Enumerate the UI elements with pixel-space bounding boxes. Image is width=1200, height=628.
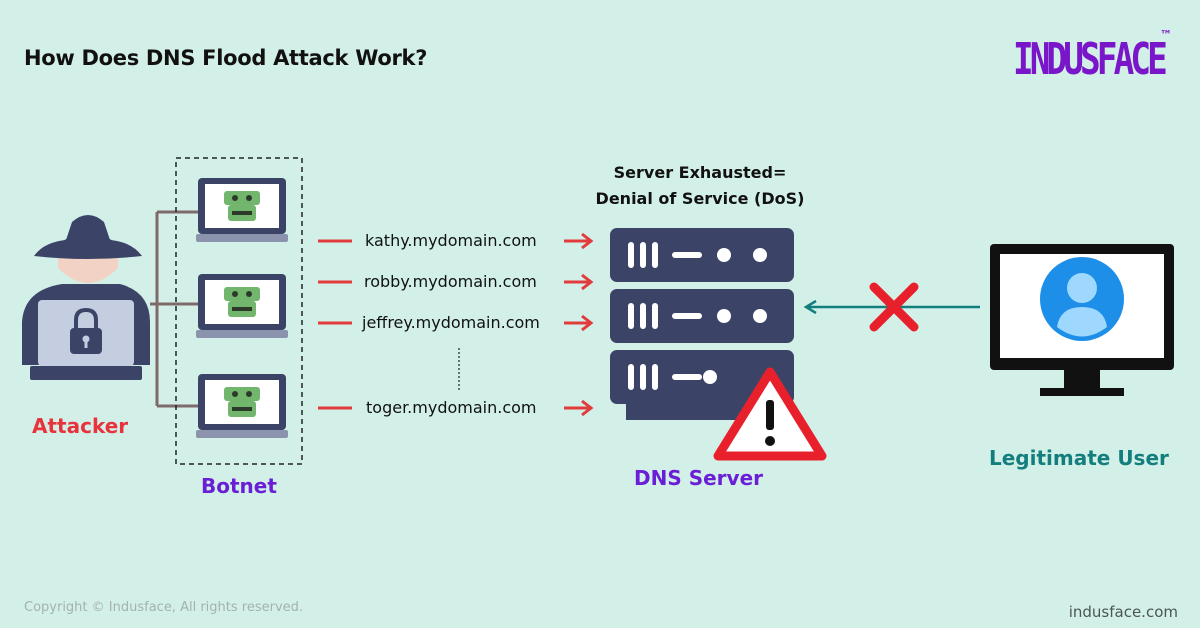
dns-server-label: DNS Server — [634, 466, 764, 490]
exhausted-line-2: Denial of Service (DoS) — [595, 189, 805, 208]
server-rack-icon — [610, 228, 794, 420]
query-domain: robby.mydomain.com — [364, 272, 537, 291]
copyright-notice: Copyright © Indusface, All rights reserv… — [24, 600, 304, 615]
indusface-logo: INDUSFACE — [1013, 34, 1168, 85]
query-domain: jeffrey.mydomain.com — [362, 313, 540, 332]
legitimate-user-label: Legitimate User — [989, 446, 1169, 470]
page-title: How Does DNS Flood Attack Work? — [24, 46, 428, 70]
bot-laptop-icon — [196, 374, 288, 438]
padlock-icon — [70, 307, 102, 354]
attacker-bot-connector — [150, 210, 199, 408]
bot-laptop-icon — [196, 274, 288, 338]
bot-laptop-icon — [196, 178, 288, 242]
botnet-frame — [175, 157, 303, 465]
query-domain: kathy.mydomain.com — [365, 231, 537, 250]
attacker-label: Attacker — [32, 414, 129, 438]
query-domain: toger.mydomain.com — [366, 398, 537, 417]
user-monitor-icon — [990, 244, 1174, 396]
block-x-icon — [869, 282, 919, 332]
hacker-icon — [22, 215, 150, 380]
botnet-label: Botnet — [201, 474, 277, 498]
server-exhausted-caption: Server Exhausted= Denial of Service (DoS… — [580, 160, 820, 212]
warning-icon — [713, 367, 827, 461]
exhausted-line-1: Server Exhausted= — [613, 163, 787, 182]
trademark-symbol: ™ — [1160, 28, 1172, 42]
website-link[interactable]: indusface.com — [1068, 603, 1178, 621]
query-arrows — [318, 232, 594, 417]
